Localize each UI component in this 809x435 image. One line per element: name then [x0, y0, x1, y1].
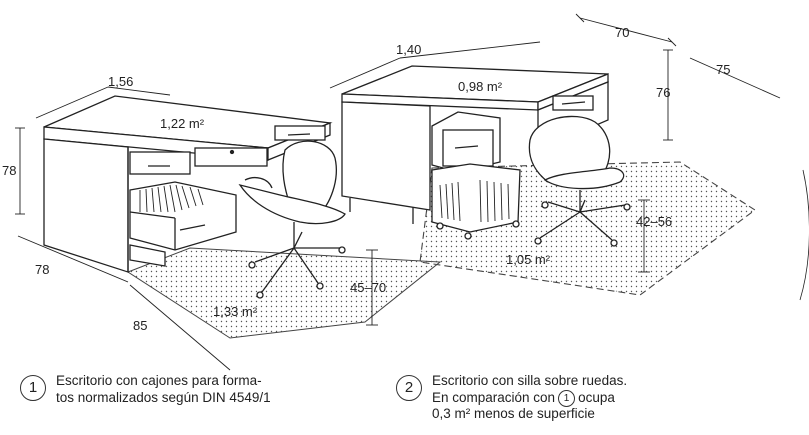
desk1-chair	[238, 140, 346, 299]
desk1-drawing	[15, 86, 442, 371]
desk2-floor-depth-label: 75	[716, 62, 730, 77]
caption-2-line2-prefix: En comparación con	[432, 390, 556, 405]
desk2-seat-height-label: 42–56	[636, 214, 672, 229]
desk1-floor-width-label: 85	[133, 318, 147, 333]
desk1-floor-area	[126, 247, 442, 339]
desk1-floor-area-label: 1,33 m²	[213, 304, 258, 319]
caption-2-line3: 0,3 m² menos de superficie	[432, 405, 595, 421]
desk2-chair	[528, 115, 631, 247]
desk2-floor-area-label: 1,05 m²	[506, 252, 551, 267]
caption-1-line1: Escritorio con cajones para forma-	[56, 373, 262, 388]
caption-2-line1: Escritorio con silla sobre ruedas.	[432, 373, 628, 388]
caption-1: 1 Escritorio con cajones para forma- tos…	[20, 372, 380, 432]
desk2-desk-area: 0,98 m²	[458, 79, 503, 94]
caption-2: 2 Escritorio con silla sobre ruedas. En …	[396, 372, 806, 435]
desk1-desk-area: 1,22 m²	[160, 116, 205, 131]
desk1-height-label: 78	[2, 163, 16, 178]
desk2-width-label: 1,40	[396, 42, 421, 57]
desk2-depth-label: 70	[615, 25, 629, 40]
caption-2-line2-suffix: ocupa	[578, 390, 615, 405]
caption-1-number: 1	[20, 375, 46, 401]
desk1-width-label: 1,56	[108, 74, 133, 89]
caption-2-number: 2	[396, 375, 422, 401]
desk2-drawing	[329, 13, 809, 301]
desk2-height-label: 76	[656, 85, 670, 100]
desk1-depth-label: 78	[35, 262, 49, 277]
caption-2-inline-ref: 1	[558, 389, 576, 407]
desk1-seat-height-label: 45–70	[350, 280, 386, 295]
caption-1-line2: tos normalizados según DIN 4549/1	[56, 390, 271, 405]
